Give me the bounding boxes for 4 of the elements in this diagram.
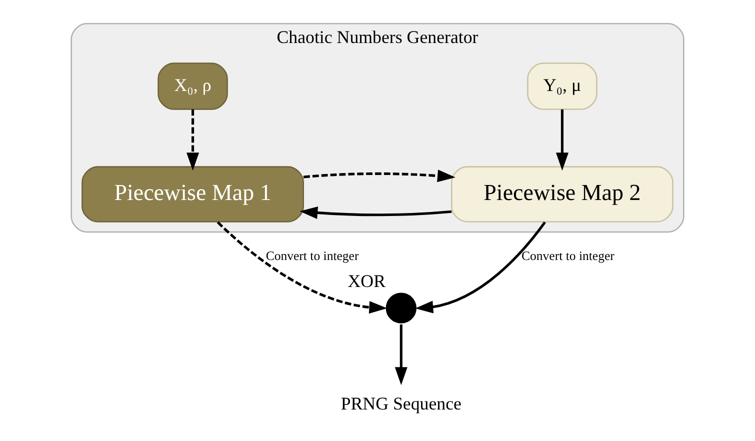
edge-label: Convert to integer: [522, 249, 614, 264]
node-label: XOR: [348, 271, 386, 292]
edge-label: Convert to integer: [266, 249, 359, 264]
node-text: PRNG Sequence: [340, 393, 462, 414]
